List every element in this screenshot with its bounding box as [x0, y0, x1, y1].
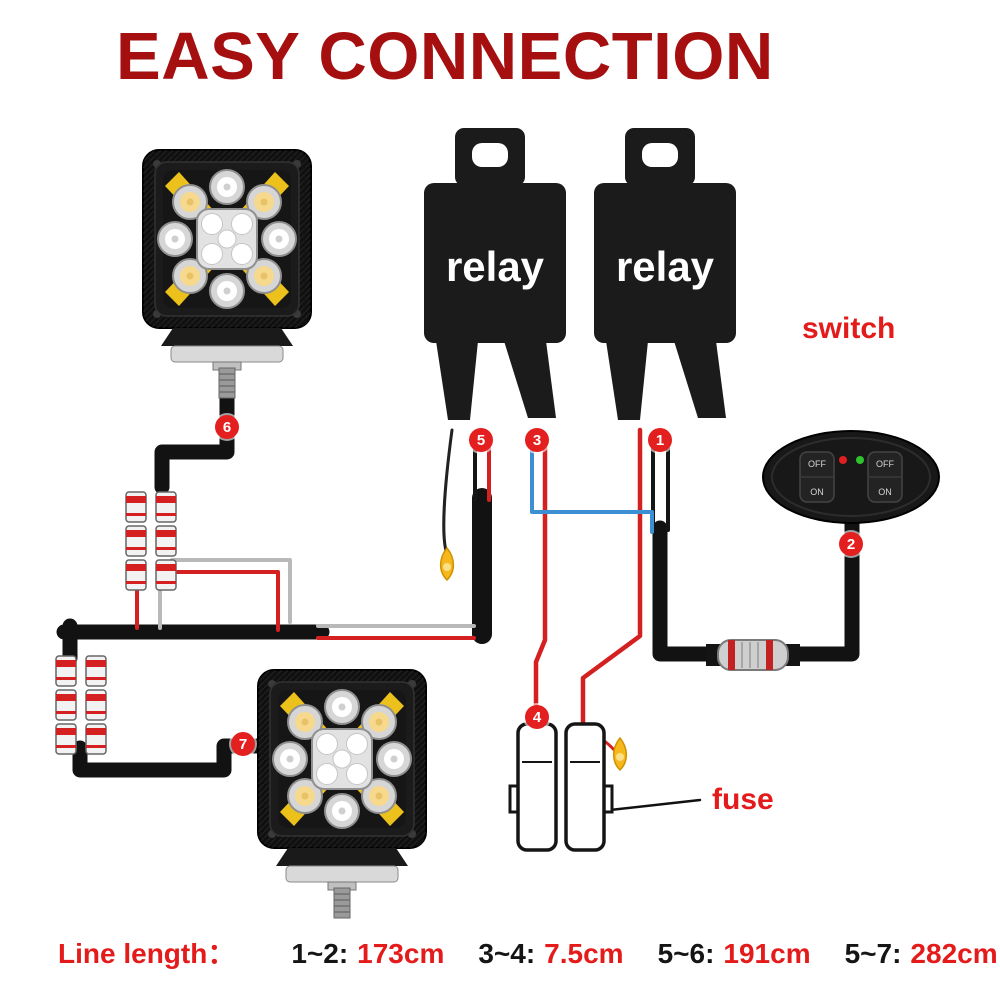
led-pod-2	[257, 669, 427, 919]
wire-marker-4: 4	[525, 705, 549, 729]
switch-label: switch	[802, 312, 896, 345]
relay-1-label: relay	[446, 243, 545, 290]
spade-terminal-1	[439, 546, 455, 582]
line-length-value-3: 191cm	[723, 938, 811, 969]
wire-marker-1: 1	[648, 428, 672, 452]
line-length-value-2: 7.5cm	[544, 938, 624, 969]
indicator-red-dot	[839, 456, 847, 464]
wire-marker-3: 3	[525, 428, 549, 452]
rocker-right-on-label: ON	[878, 487, 892, 497]
wire-marker-7: 7	[231, 732, 255, 756]
line-length-pair-3: 5~6:	[657, 938, 715, 969]
rocker-left-on-label: ON	[810, 487, 824, 497]
wire-marker-2: 2	[839, 532, 863, 556]
rocker-switch[interactable]: OFF ON OFF ON	[762, 430, 940, 524]
indicator-green-dot	[856, 456, 864, 464]
line-length-value-4: 282cm	[910, 938, 998, 969]
rocker-right-off-label: OFF	[876, 459, 894, 469]
line-length-legend: Line length： 1~2: 173cm 3~4: 7.5cm 5~6: …	[58, 932, 998, 972]
wire-ground-lead	[442, 428, 454, 556]
inline-connector	[706, 639, 800, 671]
wire-pod1-lead	[154, 384, 235, 495]
fuse-holder-2	[564, 722, 614, 852]
spade-terminal-2	[612, 736, 628, 772]
wire-marker-5: 5	[469, 428, 493, 452]
wire-red-fuse1	[533, 445, 548, 727]
relay-2-label: relay	[616, 243, 715, 290]
connector-block-1	[125, 491, 177, 591]
wiring-harness	[56, 384, 860, 814]
fuse-holder-1	[508, 722, 558, 852]
line-length-value-1: 173cm	[357, 938, 445, 969]
page-title: EASY CONNECTION	[116, 19, 774, 94]
line-length-pair-1: 1~2:	[291, 938, 349, 969]
connector-block-2	[55, 655, 107, 755]
line-length-prefix: Line length：	[58, 938, 236, 969]
wire-blue-trigger	[530, 448, 654, 534]
line-length-pair-4: 5~7:	[844, 938, 902, 969]
wire-red-fuse2	[580, 427, 643, 727]
led-pod-1	[142, 149, 312, 399]
fuse-label: fuse	[712, 783, 774, 816]
wire-gray-3	[170, 558, 292, 624]
wire-switch-cable	[652, 512, 860, 662]
line-length-pair-2: 3~4:	[478, 938, 536, 969]
wire-marker-6: 6	[215, 415, 239, 439]
wire-red-3	[170, 570, 280, 632]
rocker-left-off-label: OFF	[808, 459, 826, 469]
